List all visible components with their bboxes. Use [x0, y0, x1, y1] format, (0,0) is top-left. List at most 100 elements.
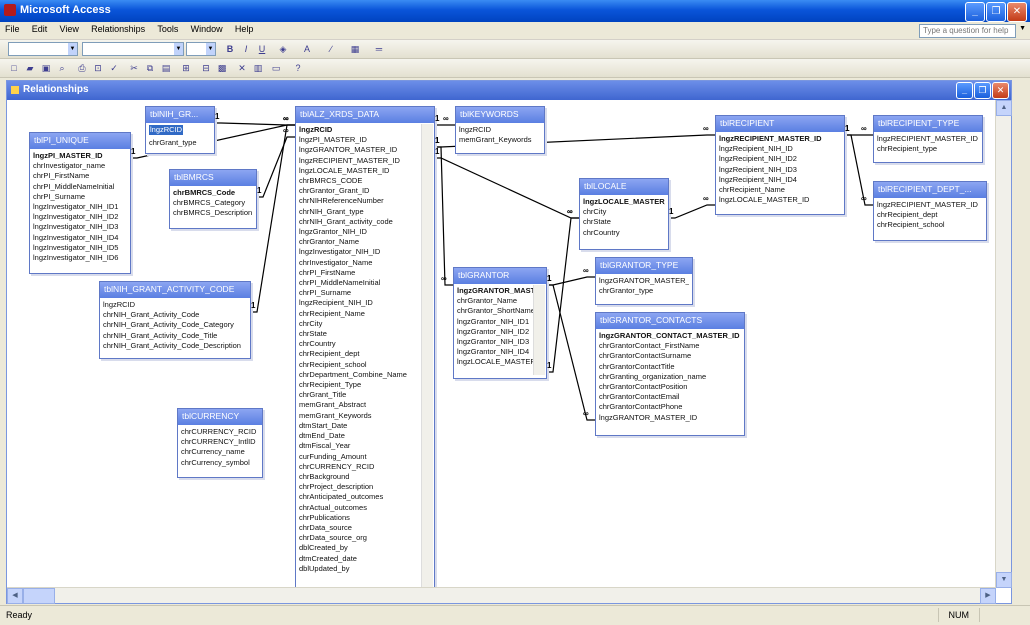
- minimize-icon[interactable]: _: [956, 82, 973, 99]
- field-item[interactable]: lngzGrantor_NIH_ID1: [457, 316, 530, 326]
- field-item[interactable]: chrInvestigator_Name: [299, 257, 373, 267]
- save-icon[interactable]: ▣: [41, 63, 51, 73]
- field-item[interactable]: lngzGrantor_NIH_ID3: [457, 337, 530, 347]
- field-item[interactable]: lngzInvestigator_NIH_ID3: [33, 222, 119, 232]
- table-title[interactable]: tblNIH_GR...: [146, 107, 214, 123]
- print-preview-icon[interactable]: ⊡: [94, 63, 102, 73]
- table-title[interactable]: tblPI_UNIQUE: [30, 133, 130, 149]
- object-combo[interactable]: ▼: [8, 42, 78, 56]
- field-item[interactable]: lngzGRANTOR_MASTER_: [599, 276, 689, 285]
- line-color-icon[interactable]: ∕: [330, 44, 332, 54]
- field-item[interactable]: chrGrantor_Name: [299, 237, 360, 247]
- field-item[interactable]: chrDepartment_Combine_Name: [299, 369, 407, 379]
- field-item[interactable]: lngzLOCALE_MASTER_II: [457, 357, 543, 367]
- search-icon[interactable]: ⌕: [59, 63, 65, 73]
- table-title[interactable]: tblGRANTOR: [454, 268, 546, 284]
- field-item[interactable]: lngzRCID: [149, 125, 184, 136]
- field-item[interactable]: lngzRECIPIENT_MASTER_ID: [877, 200, 978, 209]
- field-item[interactable]: chrBMRCS_Category: [173, 198, 246, 208]
- field-item[interactable]: chrRecipient_Name: [719, 185, 785, 195]
- table-title[interactable]: tblBMRCS: [170, 170, 256, 186]
- scroll-up-icon[interactable]: ▲: [996, 100, 1012, 116]
- help-search-input[interactable]: Type a question for help: [919, 24, 1016, 38]
- scroll-right-icon[interactable]: ▶: [980, 588, 996, 604]
- field-item[interactable]: chrBMRCS_Code: [173, 188, 236, 197]
- font-color-icon[interactable]: A: [303, 44, 310, 54]
- field-item[interactable]: dtmFiscal_Year: [299, 441, 351, 451]
- field-item[interactable]: lngzRECIPIENT_MASTER_ID: [719, 134, 822, 143]
- table-title[interactable]: tblRECIPIENT_DEPT_...: [874, 182, 986, 198]
- paste-icon[interactable]: ▤: [161, 63, 171, 73]
- field-item[interactable]: chrGrantor_Grant_ID: [299, 186, 370, 196]
- field-item[interactable]: chrGrantor_ShortName: [457, 306, 535, 316]
- field-item[interactable]: dtmCreated_date: [299, 553, 357, 563]
- field-item[interactable]: lngzGRANTOR_MASTER_ID: [599, 412, 698, 422]
- field-item[interactable]: lngzPI_MASTER_ID: [33, 151, 103, 160]
- field-item[interactable]: chrState: [583, 217, 611, 227]
- field-item[interactable]: lngzLOCALE_MASTER_I: [583, 197, 665, 206]
- menu-relationships[interactable]: Relationships: [91, 24, 146, 34]
- menu-help[interactable]: Help: [234, 24, 254, 34]
- chevron-down-icon[interactable]: ▼: [1019, 25, 1026, 32]
- field-item[interactable]: chrGrant_Title: [299, 390, 347, 400]
- field-item[interactable]: chrAnticipated_outcomes: [299, 492, 384, 502]
- field-item[interactable]: chrPI_MiddleNameInitial: [33, 181, 115, 191]
- scroll-left-icon[interactable]: ◀: [7, 588, 23, 604]
- field-item[interactable]: chrCurrency_name: [181, 447, 245, 457]
- field-item[interactable]: memGrant_Keywords: [459, 135, 532, 145]
- field-item[interactable]: chrBackground: [299, 471, 350, 481]
- field-item[interactable]: lngzPI_MASTER_ID: [299, 135, 367, 145]
- field-item[interactable]: lngzRECIPIENT_MASTER_ID: [877, 134, 978, 143]
- field-item[interactable]: memGrant_Keywords: [299, 410, 372, 420]
- field-item[interactable]: chrActual_outcomes: [299, 502, 367, 512]
- new-file-icon[interactable]: □: [11, 63, 17, 73]
- field-item[interactable]: chrPublications: [299, 512, 350, 522]
- field-item[interactable]: dtmStart_Date: [299, 420, 348, 430]
- table-scrollbar[interactable]: [421, 124, 433, 588]
- delete-icon[interactable]: ✕: [238, 63, 246, 73]
- copy-icon[interactable]: ⧉: [146, 63, 154, 73]
- field-item[interactable]: chrGrant_type: [149, 138, 197, 148]
- new-object-icon[interactable]: ▭: [271, 63, 281, 73]
- close-icon[interactable]: ✕: [1007, 2, 1027, 22]
- bold-icon[interactable]: B: [226, 44, 234, 54]
- field-item[interactable]: dtmEnd_Date: [299, 431, 345, 441]
- field-item[interactable]: memGrant_Abstract: [299, 400, 367, 410]
- field-item[interactable]: lngzInvestigator_NIH_ID6: [33, 253, 119, 263]
- table-title[interactable]: tblGRANTOR_TYPE: [596, 258, 692, 274]
- chevron-down-icon[interactable]: ▼: [174, 43, 183, 55]
- field-item[interactable]: chrCURRENCY_IntlID: [181, 437, 256, 447]
- field-item[interactable]: curFunding_Amount: [299, 451, 367, 461]
- field-item[interactable]: lngzInvestigator_NIH_ID1: [33, 202, 119, 212]
- field-item[interactable]: chrGrantor_type: [599, 286, 654, 296]
- field-item[interactable]: lngzGrantor_NIH_ID4: [457, 347, 530, 357]
- field-item[interactable]: lngzGRANTOR_MASTER_: [457, 286, 543, 295]
- open-folder-icon[interactable]: ▰: [26, 63, 34, 73]
- field-item[interactable]: chrBMRCS_Description: [173, 208, 253, 218]
- field-item[interactable]: chrGrantorContactPosition: [599, 382, 688, 392]
- field-item[interactable]: chrCity: [583, 207, 607, 217]
- field-item[interactable]: chrNIH_Grant_Activity_Code_Title: [103, 330, 218, 340]
- field-item[interactable]: lngzLOCALE_MASTER_ID: [719, 195, 810, 205]
- field-item[interactable]: chrGrantorContactSurname: [599, 351, 692, 361]
- font-size-combo[interactable]: ▼: [186, 42, 216, 56]
- field-item[interactable]: chrCURRENCY_RCID: [299, 461, 375, 471]
- chevron-down-icon[interactable]: ▼: [68, 43, 77, 55]
- field-item[interactable]: dblUpdated_by: [299, 563, 350, 573]
- field-item[interactable]: chrPI_Surname: [299, 288, 352, 298]
- font-combo[interactable]: ▼: [82, 42, 184, 56]
- field-item[interactable]: lngzRecipient_NIH_ID3: [719, 164, 797, 174]
- print-icon[interactable]: ⎙: [78, 63, 86, 73]
- vertical-scrollbar[interactable]: ▲ ▼: [995, 100, 1012, 588]
- direct-relationships-icon[interactable]: ⊟: [202, 63, 210, 73]
- field-item[interactable]: chrGrantorContactPhone: [599, 402, 683, 412]
- all-relationships-icon[interactable]: ▩: [217, 63, 227, 73]
- menu-window[interactable]: Window: [190, 24, 223, 34]
- menu-tools[interactable]: Tools: [157, 24, 179, 34]
- field-item[interactable]: lngzInvestigator_NIH_ID4: [33, 232, 119, 242]
